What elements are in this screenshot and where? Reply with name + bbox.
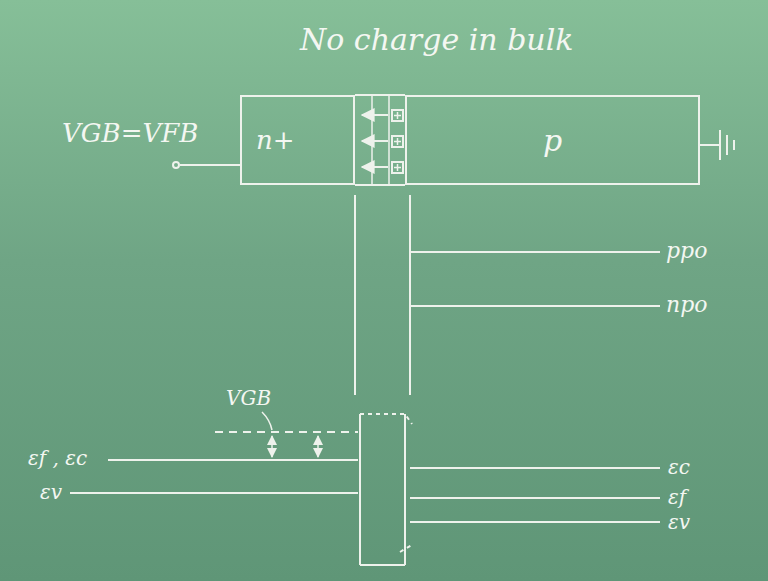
band-label: εv bbox=[40, 480, 62, 504]
oxide-edge bbox=[355, 184, 405, 186]
conduction-band bbox=[410, 467, 660, 469]
band-label: εf bbox=[668, 485, 686, 509]
oxide-band-dashed bbox=[360, 414, 412, 552]
valence-band bbox=[410, 521, 660, 523]
gate-fermi-conduction bbox=[108, 459, 358, 461]
concentration-label: ppo bbox=[666, 238, 707, 264]
voltage-label: VGB bbox=[226, 386, 271, 410]
band-label: εc bbox=[668, 455, 690, 479]
gate-box: n+ bbox=[240, 95, 355, 185]
oxide-boundary bbox=[354, 195, 356, 395]
oxide-edge bbox=[355, 94, 405, 96]
band-label: εv bbox=[668, 510, 690, 534]
oxide-line bbox=[388, 95, 390, 185]
band-label: εf , εc bbox=[28, 446, 87, 470]
region-label: n+ bbox=[256, 125, 295, 155]
voltage-arrow bbox=[317, 436, 319, 457]
gate-valence bbox=[70, 492, 358, 494]
voltage-arrow bbox=[271, 436, 273, 457]
hole-concentration bbox=[410, 251, 660, 253]
oxide-band-edge bbox=[359, 414, 361, 565]
leader-line bbox=[262, 412, 272, 430]
fermi-level bbox=[410, 497, 660, 499]
gate-voltage-label: VGB=VFB bbox=[62, 118, 198, 149]
fermi-reference-dashed bbox=[215, 431, 358, 433]
substrate-box: p bbox=[405, 95, 700, 185]
region-label: p bbox=[543, 123, 562, 158]
gate-wire bbox=[180, 164, 240, 166]
oxide-boundary bbox=[409, 195, 411, 395]
ground-symbol bbox=[700, 130, 734, 160]
electron-concentration bbox=[410, 305, 660, 307]
oxide-charges bbox=[362, 110, 403, 173]
oxide-band-edge bbox=[360, 564, 405, 566]
terminal bbox=[173, 162, 179, 168]
oxide-band-edge bbox=[404, 414, 406, 565]
title: No charge in bulk bbox=[300, 22, 573, 58]
concentration-label: npo bbox=[666, 292, 708, 318]
